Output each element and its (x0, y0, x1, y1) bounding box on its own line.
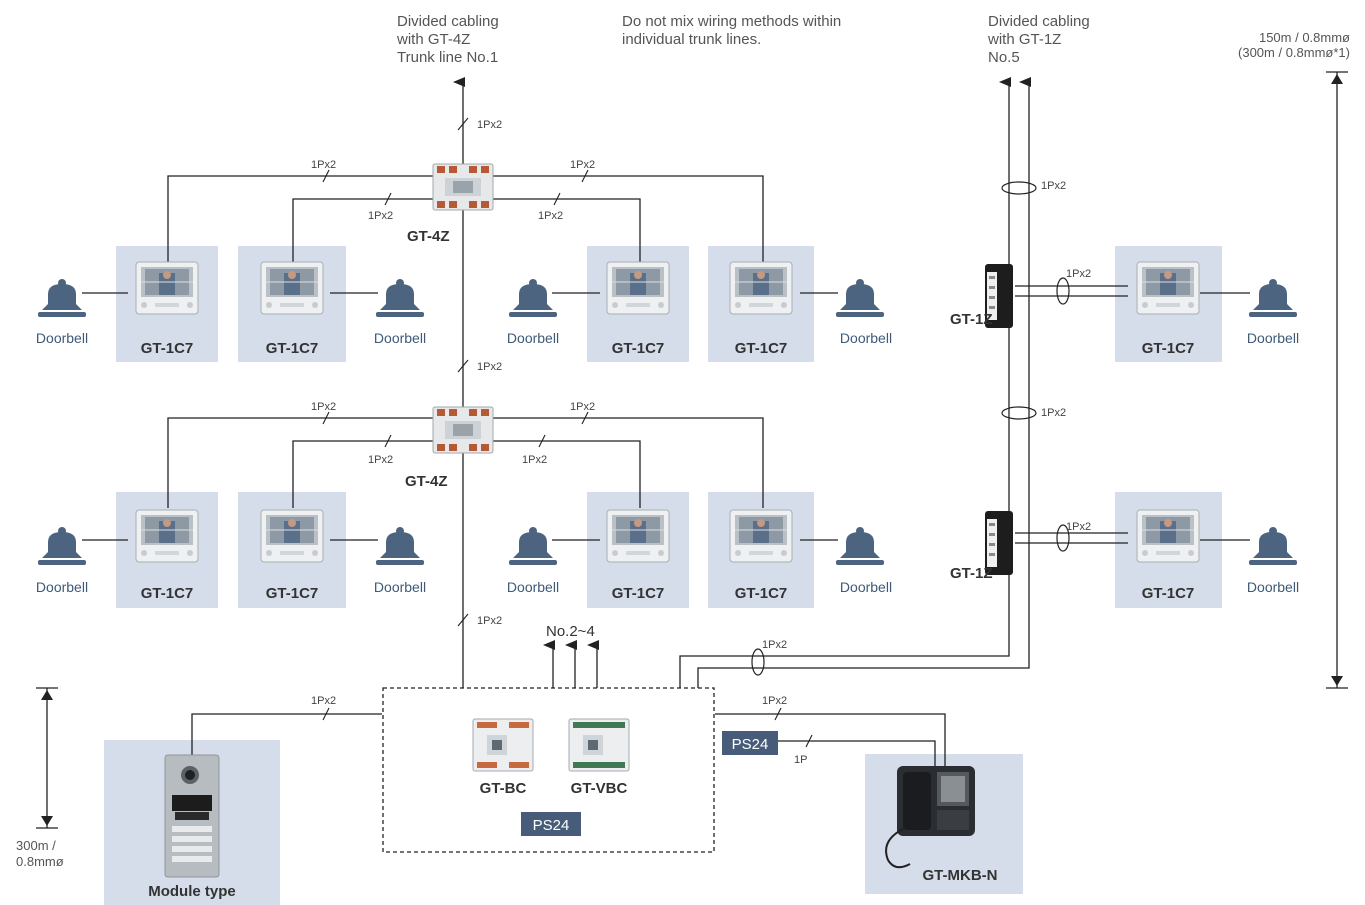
wire-label: 1Px2 (570, 159, 595, 171)
gt-vbc-icon (568, 718, 630, 772)
no-2-4-label: No.2~4 (546, 623, 595, 640)
doorbell-label: Doorbell (374, 330, 426, 346)
distance-bottom-line1: 300m / (16, 838, 56, 853)
distance-top-line2: (300m / 0.8mmø*1) (1238, 45, 1350, 60)
wire-label: 1Px2 (311, 159, 336, 171)
wire-label: 1Px2 (311, 401, 336, 413)
monitor-label: GT-1C7 (141, 585, 194, 602)
wire-label-1p: 1P (794, 754, 807, 766)
wire-label: 1Px2 (311, 695, 336, 707)
doorbell-label: Doorbell (507, 330, 559, 346)
module-type-icon (164, 754, 220, 878)
trunk5-note-line1: Divided cabling (988, 13, 1090, 30)
gt-mkb-n-label: GT-MKB-N (923, 867, 998, 884)
gt-1z-label: GT-1Z (950, 565, 993, 582)
wire-label: 1Px2 (1041, 180, 1066, 192)
monitor-icons (135, 261, 1200, 563)
gt-mkb-n-icon (885, 766, 975, 869)
gt-4z-upper (432, 163, 494, 211)
wire-label: 1Px2 (570, 401, 595, 413)
doorbell-label: Doorbell (840, 579, 892, 595)
trunk1-note-line3: Trunk line No.1 (397, 49, 498, 66)
doorbell-label: Doorbell (374, 579, 426, 595)
mix-note-line2: individual trunk lines. (622, 31, 761, 48)
module-type-label: Module type (148, 883, 236, 900)
doorbell-label: Doorbell (36, 330, 88, 346)
gt-4z-lower (432, 406, 494, 454)
trunk1-note-line1: Divided cabling (397, 13, 499, 30)
monitor-label: GT-1C7 (1142, 585, 1195, 602)
monitor-label: GT-1C7 (735, 340, 788, 357)
monitor-label: GT-1C7 (612, 585, 665, 602)
doorbell-label: Doorbell (1247, 579, 1299, 595)
wire-label: 1Px2 (477, 615, 502, 627)
wire-label: 1Px2 (368, 210, 393, 222)
wire-label: 1Px2 (538, 210, 563, 222)
doorbell-label: Doorbell (507, 579, 559, 595)
gt-4z-label: GT-4Z (407, 228, 450, 245)
monitor-label: GT-1C7 (266, 585, 319, 602)
wires (36, 71, 1348, 853)
wire-label: 1Px2 (762, 639, 787, 651)
mix-note-line1: Do not mix wiring methods within (622, 13, 841, 30)
doorbell-label: Doorbell (36, 579, 88, 595)
monitor-label: GT-1C7 (735, 585, 788, 602)
trunk5-note-line2: with GT-1Z (987, 31, 1061, 48)
monitor-label: GT-1C7 (141, 340, 194, 357)
wire-label: 1Px2 (1066, 268, 1091, 280)
monitor-label: GT-1C7 (266, 340, 319, 357)
ps24-badge-center (521, 812, 581, 836)
doorbell-label: Doorbell (1247, 330, 1299, 346)
distance-top-line1: 150m / 0.8mmø (1259, 30, 1350, 45)
wire-label: 1Px2 (522, 454, 547, 466)
gt-bc-icon (472, 718, 534, 772)
wire-label: 1Px2 (1066, 521, 1091, 533)
gt-bc-label: GT-BC (480, 780, 527, 797)
wire-label: 1Px2 (762, 695, 787, 707)
wire-label: 1Px2 (368, 454, 393, 466)
monitor-label: GT-1C7 (612, 340, 665, 357)
trunk1-note-line2: with GT-4Z (396, 31, 470, 48)
gt-vbc-label: GT-VBC (571, 780, 628, 797)
ps24-label: PS24 (533, 817, 570, 834)
distance-bottom-line2: 0.8mmø (16, 854, 64, 869)
ps24-label: PS24 (732, 736, 769, 753)
wire-label: 1Px2 (477, 361, 502, 373)
doorbell-label: Doorbell (840, 330, 892, 346)
ps24-badge-right (722, 731, 778, 755)
gt-4z-label: GT-4Z (405, 473, 448, 490)
wire-label: 1Px2 (1041, 407, 1066, 419)
gt-1z-label: GT-1Z (950, 311, 993, 328)
wire-label: 1Px2 (477, 119, 502, 131)
monitor-label: GT-1C7 (1142, 340, 1195, 357)
trunk5-note-line3: No.5 (988, 49, 1020, 66)
